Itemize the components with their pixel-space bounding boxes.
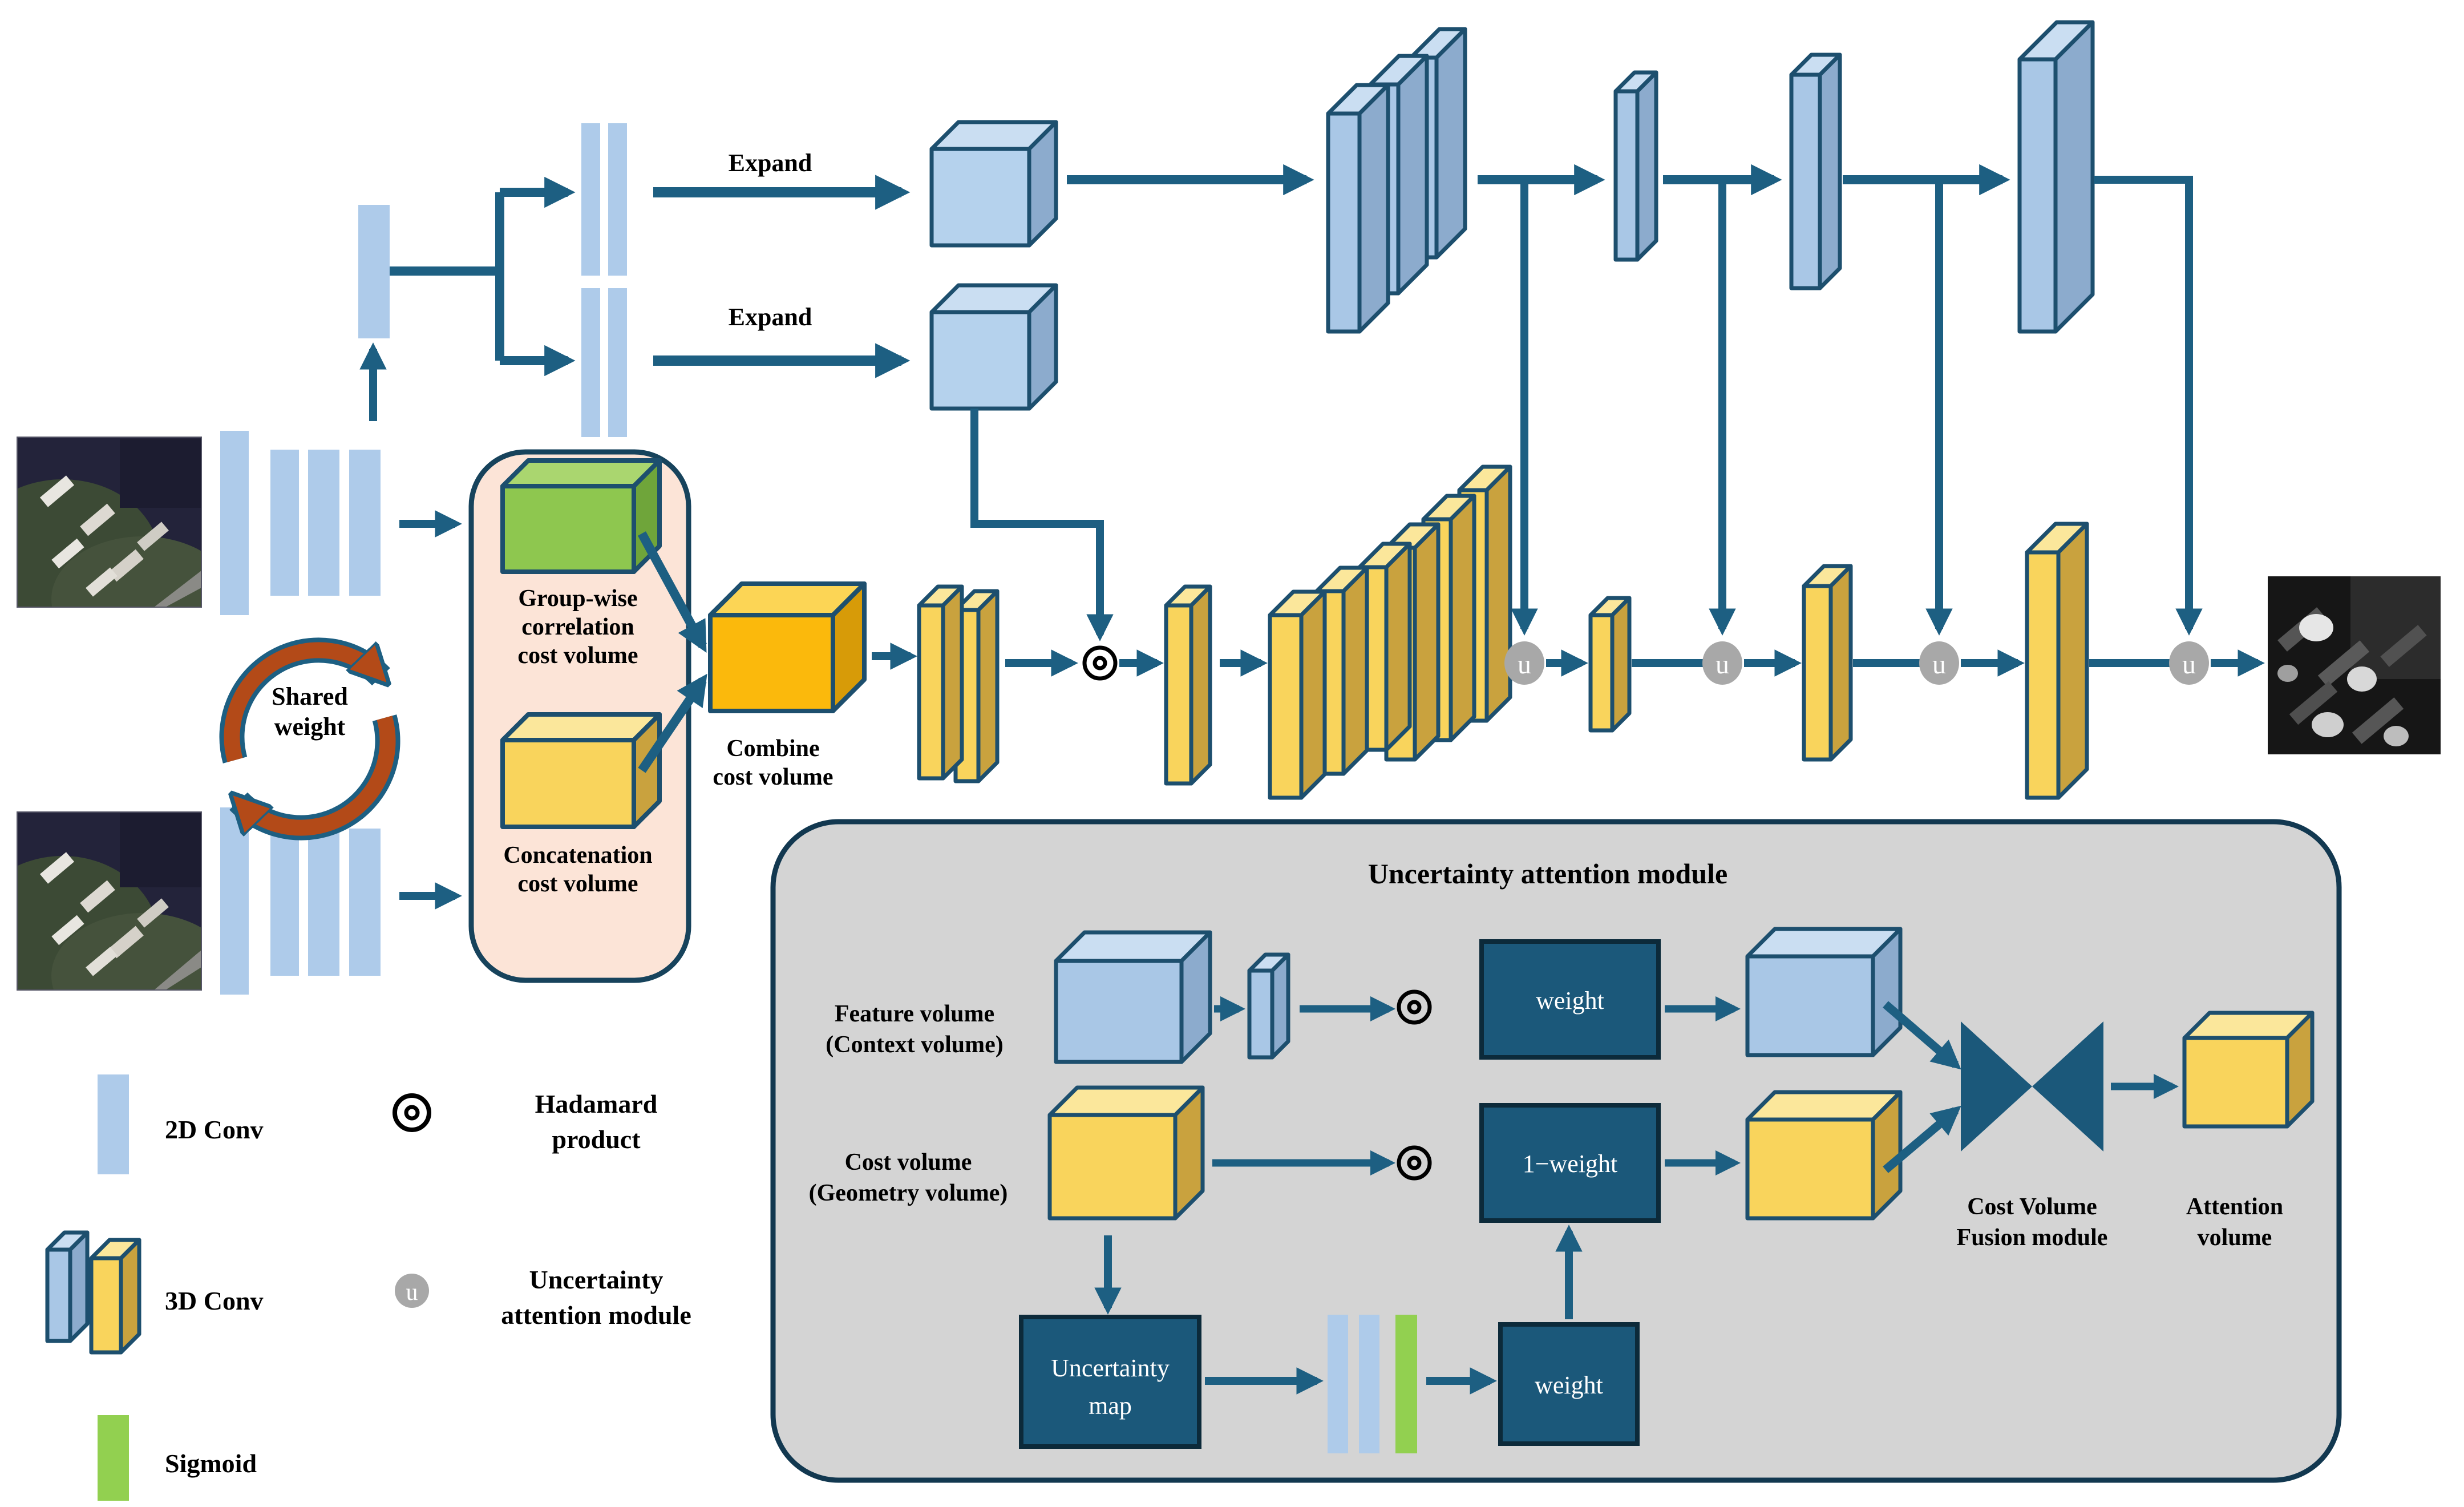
svg-text:1−weight: 1−weight — [1523, 1150, 1618, 1178]
svg-text:u: u — [1932, 649, 1946, 680]
u-module-icon-legend: u — [395, 1274, 429, 1308]
legend-2dconv-swatch — [98, 1074, 129, 1174]
conv2d-stack-bottom — [220, 807, 381, 995]
conv3d-yellow-group — [1268, 464, 1512, 800]
expand-label-top: Expand — [729, 149, 812, 177]
u-module-3: u — [1919, 641, 1959, 685]
conv3d-slab-s4 — [1802, 564, 1853, 762]
legend-sigmoid-label: Sigmoid — [165, 1449, 257, 1478]
expand-label-bottom: Expand — [729, 303, 812, 331]
conv3d-slab-s3 — [1588, 596, 1632, 733]
uam-feature-slab — [1247, 952, 1290, 1060]
hadamard-product-icon-main — [1082, 645, 1118, 681]
skip-arrow-u4 — [2094, 176, 2203, 636]
concat-cube — [500, 712, 662, 829]
feature-cube-bottom — [929, 283, 1058, 411]
attention-volume-cube — [2182, 1011, 2315, 1129]
cost-volume-label-1: Cost volume — [845, 1149, 972, 1175]
svg-text:weight: weight — [1536, 987, 1604, 1015]
uam-feature-cube — [1054, 930, 1212, 1064]
fusion-label-2: Fusion module — [1957, 1225, 2108, 1251]
svg-text:u: u — [2182, 649, 2196, 680]
groupwise-label-3: cost volume — [517, 643, 638, 669]
concat-label-1: Concatenation — [503, 842, 652, 868]
shared-weight-label-line2: weight — [274, 713, 346, 741]
connector-expandcube-to-hadamard — [970, 409, 1114, 641]
uam-weighted-cost-cube — [1745, 1090, 1903, 1221]
feature-cube-top — [929, 120, 1058, 248]
legend-hadamard-label-2: product — [552, 1125, 641, 1154]
legend-uam-label-2: attention module — [501, 1300, 691, 1330]
input-image-bottom — [17, 811, 202, 991]
input-image-top — [17, 437, 202, 608]
uam-title: Uncertainty attention module — [1368, 858, 1728, 890]
output-depth-map — [2268, 576, 2441, 754]
combine-label-1: Combine — [726, 736, 819, 762]
svg-text:u: u — [1716, 649, 1729, 680]
uncertainty-map-box: Uncertainty map — [1019, 1315, 1201, 1449]
feature-volume-label-1: Feature volume — [835, 1001, 994, 1027]
conv3d-pair-1 — [917, 584, 1000, 783]
conv2d-pair-bottom — [581, 288, 627, 437]
weight-box: weight — [1479, 939, 1661, 1060]
weight-box-2: weight — [1498, 1322, 1640, 1446]
svg-text:u: u — [406, 1279, 418, 1306]
conv2d-pair-top — [581, 123, 627, 276]
concat-label-2: cost volume — [517, 871, 638, 897]
hadamard-product-icon-legend — [393, 1093, 431, 1132]
conv3d-slab-s5 — [2025, 522, 2089, 800]
hadamard-product-icon-uam-2 — [1397, 1145, 1432, 1181]
cost-volume-fusion-icon — [1961, 1021, 2103, 1152]
fusion-label-1: Cost Volume — [1967, 1194, 2097, 1220]
blue-slab-3 — [2017, 20, 2095, 334]
arrow-groupwise-to-combine — [637, 531, 707, 653]
u-module-1: u — [1504, 641, 1544, 685]
uam-conv-sigmoid-bars — [1328, 1315, 1417, 1453]
legend-sigmoid-swatch — [98, 1415, 129, 1501]
combine-label-2: cost volume — [713, 764, 833, 790]
groupwise-cube — [500, 458, 662, 574]
legend-2dconv-label: 2D Conv — [165, 1115, 264, 1144]
legend-3dconv-swatch — [45, 1230, 141, 1355]
uam-cost-cube — [1047, 1085, 1205, 1221]
svg-text:weight: weight — [1535, 1371, 1603, 1399]
attention-label-2: volume — [2198, 1225, 2272, 1251]
cost-volume-label-2: (Geometry volume) — [809, 1180, 1008, 1206]
attention-label-1: Attention — [2186, 1194, 2283, 1220]
arrow-bluecube-to-fusion — [1883, 1001, 1961, 1070]
shared-weight-label-line1: Shared — [272, 682, 348, 710]
conv2d-bar-branch — [358, 205, 390, 338]
legend-hadamard-label-1: Hadamard — [535, 1089, 658, 1118]
legend-uam-label-1: Uncertainty — [529, 1265, 663, 1294]
branch-connector — [390, 192, 504, 361]
groupwise-label-1: Group-wise — [518, 585, 637, 612]
arrow-yellowcube-to-fusion — [1883, 1105, 1961, 1173]
u-module-2: u — [1702, 641, 1742, 685]
svg-text:u: u — [1518, 649, 1531, 680]
hadamard-product-icon-uam-1 — [1397, 989, 1432, 1025]
one-minus-weight-box: 1−weight — [1479, 1103, 1661, 1223]
feature-volume-label-2: (Context volume) — [826, 1032, 1003, 1058]
combine-cube — [708, 581, 867, 713]
u-module-4: u — [2169, 641, 2209, 685]
shared-weight-cycle-icon — [219, 637, 400, 841]
uam-weighted-feature-cube — [1745, 927, 1903, 1057]
conv3d-slab-s2 — [1164, 584, 1212, 786]
legend-3dconv-label: 3D Conv — [165, 1286, 264, 1315]
groupwise-label-2: correlation — [521, 614, 634, 640]
arrow-concat-to-combine — [638, 673, 707, 773]
conv3d-blue-group — [1326, 27, 1467, 334]
conv2d-stack-top — [220, 431, 381, 615]
blue-slab-1 — [1613, 70, 1658, 262]
svg-text:Uncertainty: Uncertainty — [1051, 1354, 1170, 1382]
svg-text:map: map — [1089, 1392, 1132, 1420]
blue-slab-2 — [1789, 52, 1842, 290]
